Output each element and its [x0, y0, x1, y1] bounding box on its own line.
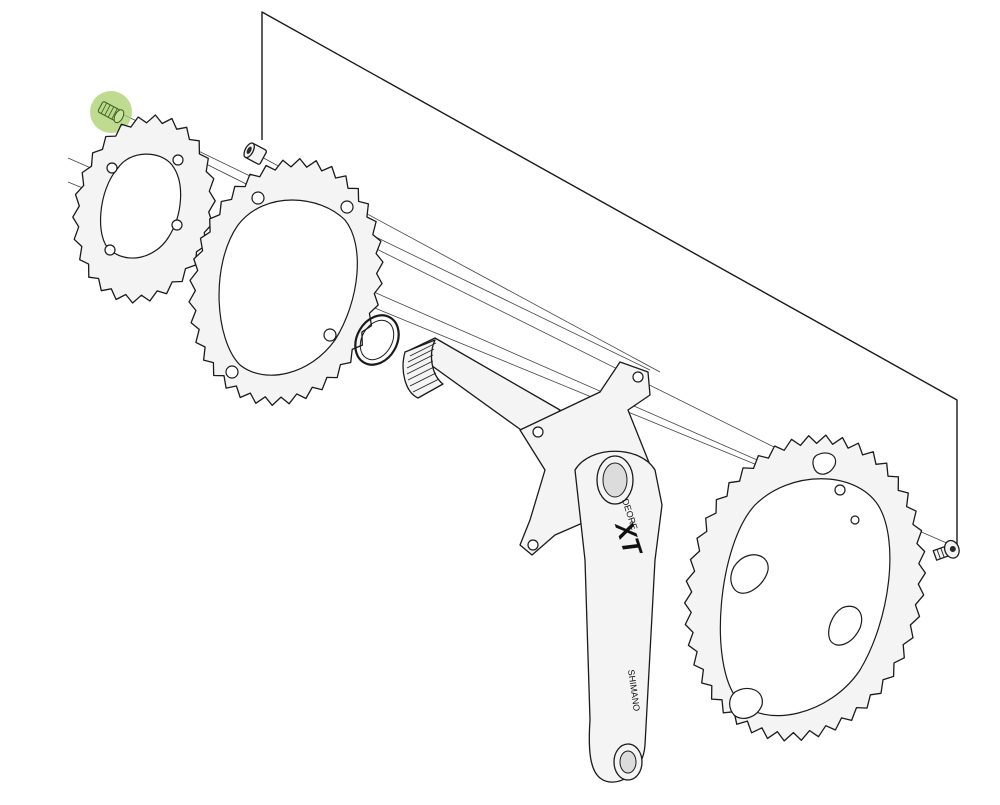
- chainring-bolt-nut[interactable]: [242, 141, 267, 165]
- crank-arm-right-with-axle[interactable]: DEORE XT SHIMANO: [402, 337, 663, 783]
- chainring-fixing-bolt-highlighted[interactable]: [90, 91, 132, 133]
- chainring-bolt[interactable]: [932, 538, 962, 563]
- large-chainring[interactable]: [683, 434, 927, 742]
- small-chainring[interactable]: [72, 114, 216, 304]
- middle-chainring[interactable]: [188, 157, 384, 407]
- bottom-bracket-spacer-ring[interactable]: [347, 307, 408, 372]
